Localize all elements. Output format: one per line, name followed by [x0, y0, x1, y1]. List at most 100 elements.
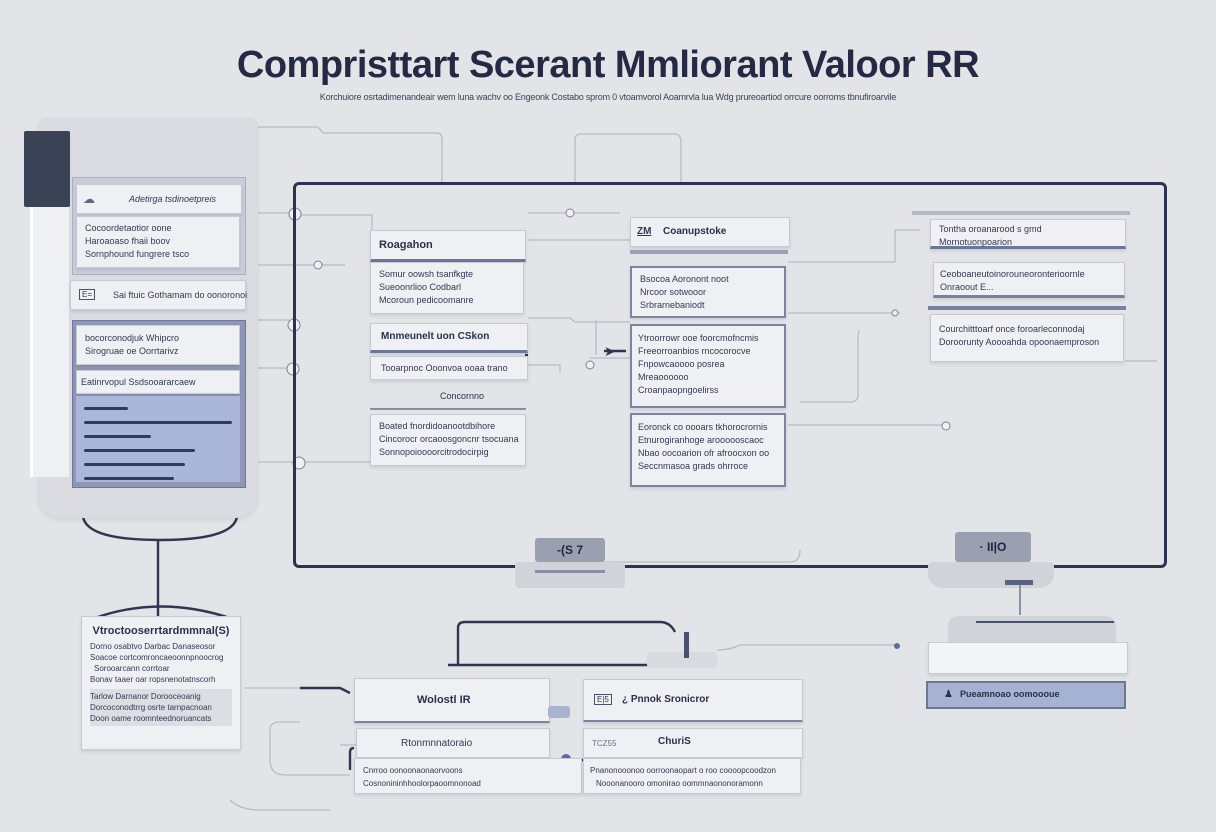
col2-card-subheader[interactable]: Mnmeunelt uon CSkon	[370, 323, 528, 353]
text-line: Sornphound fungrere tsco	[85, 249, 190, 259]
col3-card-header[interactable]: ZM Coanupstoke	[630, 217, 790, 247]
text-line: Nbao oocoarion ofr afroocxon oo	[638, 448, 770, 458]
col4-card-2: Ceoboaneutoinorouneoronterioornle Onraoo…	[933, 262, 1125, 298]
stack-top	[948, 616, 1116, 644]
cell-subtitle: ChuriS	[658, 736, 691, 747]
col3-card-title: Coanupstoke	[663, 226, 727, 237]
page-title: Compristtart Scerant Mmliorant Valoor RR	[236, 44, 980, 86]
text-line: Bsocoa Aoronont noot	[640, 274, 729, 284]
text-line: Haroaoaso fhaii boov	[85, 236, 171, 246]
text-line: Mcoroun pedicoomanre	[379, 295, 474, 305]
text-line: Cosnonininhhoolorpaoomnonoad	[363, 779, 481, 788]
col2-card-row[interactable]: Tooarpnoc Ooonvoa ooaa trano	[370, 356, 528, 380]
text-line: Etnurogiranhoge aroooooscaoc	[638, 435, 764, 445]
connector-block	[647, 652, 717, 668]
left-card-3: bocorconodjuk Whipcro Sirogruae oe Oorrt…	[76, 325, 240, 365]
col2-card-bottom: Boated fnordidoanootdbihore Cincorocr or…	[370, 414, 526, 466]
col2-label: Concornno	[440, 391, 485, 401]
monitor-right-stand	[928, 562, 1054, 588]
device-header-block	[24, 131, 70, 207]
text-line: Seccnmasoa grads ohrroce	[638, 461, 749, 471]
col3-card-4: Eoronck co oooars tkhorocrornis Etnurogi…	[630, 413, 786, 487]
bottom-right-body: Pnanonooonoo oorroonaopart o roo coooopc…	[583, 758, 801, 794]
col3-card-3: Ytroorrowr ooe foorcmofncmis Freeorroanb…	[630, 324, 786, 408]
connector-tab	[548, 706, 570, 718]
text-line: Ceoboaneutoinorouneoronterioornle	[940, 269, 1085, 279]
cable-plug	[684, 632, 689, 658]
monitor-left-display: -(S 7	[535, 538, 605, 562]
cloud-icon: ☁	[83, 192, 95, 206]
text-line: Croanpaopngoelirss	[638, 385, 719, 395]
list-bar	[84, 421, 232, 424]
list-bar	[84, 407, 129, 410]
text-line: Cincorocr orcaoosgoncnr tsocuana	[379, 434, 519, 444]
document-icon: ZM	[637, 226, 652, 237]
text-line: Cnrroo oonoonaonaorvoons	[363, 766, 463, 775]
col2-subheader-title: Mnmeunelt uon CSkon	[381, 331, 490, 342]
page-subtitle: Korchuiore osrtadimenandeair wem luna wa…	[319, 92, 897, 102]
divider	[912, 211, 1130, 215]
text-line: Soacoe cortcomroncaeoonnpnoocrog	[90, 653, 224, 662]
bottom-left-body: Cnrroo oonoonaonaorvoons Cosnonininhhool…	[354, 758, 582, 794]
list-bar	[84, 463, 185, 466]
bottom-right-sub-cell[interactable]: TCZ55 ChuriS	[583, 728, 803, 758]
cable	[1019, 585, 1021, 615]
note-shaded-block: Tarlow Darnanor Dorooceoanig Dorcoconodt…	[90, 689, 232, 726]
monitor-right-connector	[1005, 580, 1033, 585]
text-line: Tontha oroanarood s gmd	[939, 224, 1042, 234]
monitor-right-display: · II|O	[955, 532, 1031, 562]
left-list-bars	[76, 396, 240, 482]
left-card-4[interactable]: Eatinrvopul Ssdsooararcaew	[76, 370, 240, 394]
text-line: Somur oowsh tsanfkgte	[379, 269, 474, 279]
col2-card-header[interactable]: Roagahon	[370, 230, 526, 262]
text-line: Tarlow Darnanor Dorooceoanig	[90, 692, 201, 701]
text-line: Doon oame roomnteednoruancats	[90, 714, 212, 723]
cell-title: ¿ Pnnok Sronicror	[622, 694, 710, 705]
col2-label-row: Concornno	[370, 384, 526, 410]
left-row-item[interactable]: E= Sai ftuic Gothamam do oonoronoi	[70, 280, 248, 310]
text-line: Onraoout E...	[940, 282, 994, 292]
col2-card-body: Somur oowsh tsanfkgte Sueoonrlioo Codbar…	[370, 262, 524, 314]
bottom-left-header-cell[interactable]: Wolostl IR	[354, 678, 550, 723]
text-line: Doroorunty Aoooahda opoonaemproson	[939, 337, 1100, 347]
grid-icon: E|5	[594, 694, 612, 705]
text-line: Freeorroanbios rncocorocve	[638, 346, 751, 356]
col4-card-3: Courchitttoarf once foroarleconnodaj Dor…	[930, 314, 1124, 362]
primary-button[interactable]: ♟ Pueamnoao oomoooue	[926, 681, 1126, 709]
left-card-header[interactable]: ☁ Adetirga tsdinoetpreis	[76, 184, 242, 214]
text-line: Ytroorrowr ooe foorcmofncmis	[638, 333, 759, 343]
text-line: Pnanonooonoo oorroonaopart o roo coooopc…	[590, 766, 776, 775]
monitor-left-stand	[515, 562, 625, 588]
cell-tag: TCZ55	[592, 739, 617, 748]
text-line: Courchitttoarf once foroarleconnodaj	[939, 324, 1085, 334]
text-line: Sueoonrlioo Codbarl	[379, 282, 462, 292]
monitor-left-bar	[535, 570, 605, 573]
stack-top-line	[976, 621, 1114, 623]
button-label: Pueamnoao oomoooue	[960, 689, 1060, 699]
text-line: Dorcoconodtrrg osrte tarnpacnoan	[90, 703, 212, 712]
text-line: Fnpowcaoooo posrea	[638, 359, 725, 369]
text-line: Mreaoooooo	[638, 372, 689, 382]
text-line: Mornotuonpoarion	[939, 237, 1013, 247]
cell-title: Wolostl IR	[417, 694, 471, 706]
note-title: Vtroctooserrtardmmnal(S)	[92, 625, 230, 637]
col2-card-title: Roagahon	[379, 239, 433, 251]
divider	[630, 250, 788, 254]
text-line: Srbrarnebaniodt	[640, 300, 705, 310]
text-line: Sorooarcann corrtoar	[94, 664, 170, 673]
input-field[interactable]	[928, 642, 1128, 674]
col3-card-2: Bsocoa Aoronont noot Nrcoor sotwooor Srb…	[630, 266, 786, 318]
battery-icon: E=	[79, 289, 96, 300]
text-line: Eoronck co oooars tkhorocrornis	[638, 422, 768, 432]
col2-row-text: Tooarpnoc Ooonvoa ooaa trano	[381, 363, 508, 373]
divider	[928, 306, 1126, 310]
text-line: Nrcoor sotwooor	[640, 287, 707, 297]
left-row-label: Sai ftuic Gothamam do oonoronoi	[113, 290, 248, 300]
left-card-title: Adetirga tsdinoetpreis	[129, 194, 217, 204]
col4-card-1: Tontha oroanarood s gmd Mornotuonpoarion	[930, 219, 1126, 249]
cell-subtitle: Rtonmnnatoraio	[401, 738, 473, 749]
bottom-left-sub-cell[interactable]: Rtonmnnatoraio	[356, 728, 550, 758]
bottom-right-header-cell[interactable]: E|5 ¿ Pnnok Sronicror	[583, 679, 803, 722]
text-line: Nooonanooro omonirao oommnaononoramonn	[596, 779, 763, 788]
text-line: Eatinrvopul Ssdsooararcaew	[81, 377, 196, 387]
